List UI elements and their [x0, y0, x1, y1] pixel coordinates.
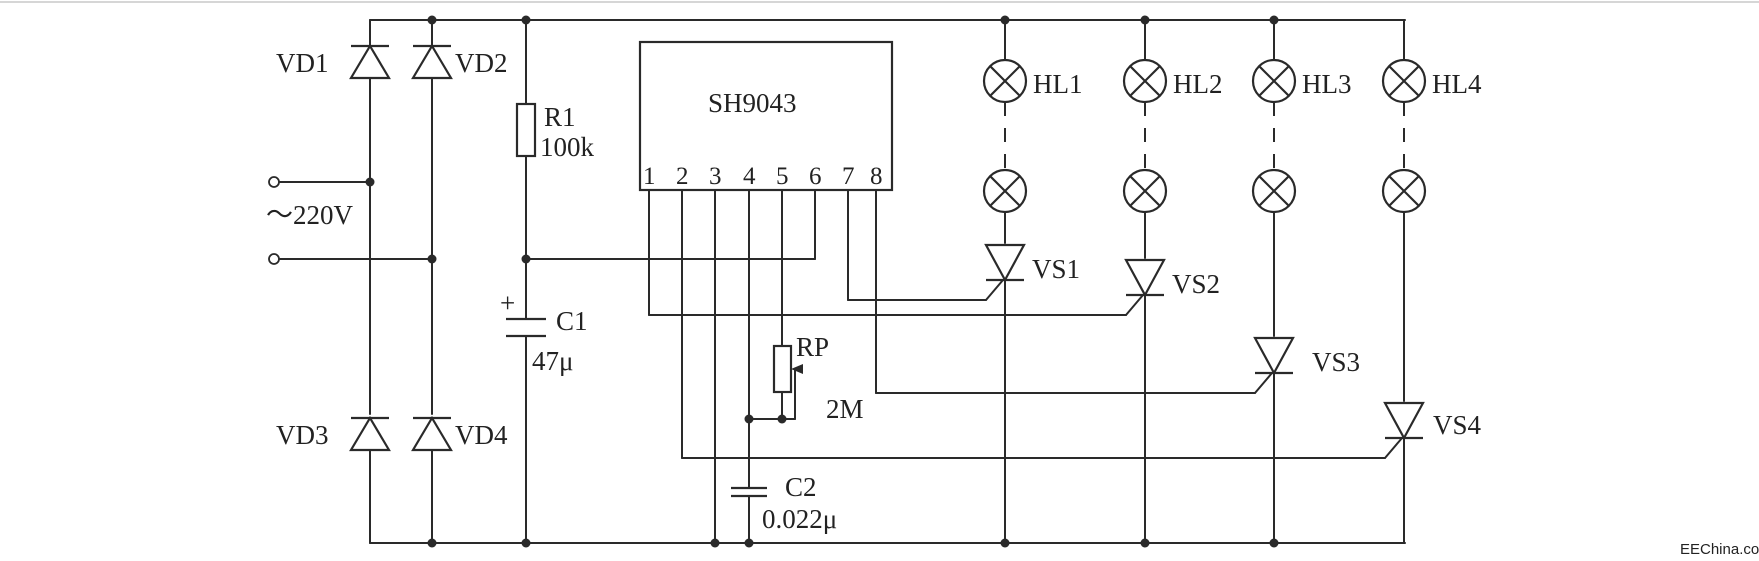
lamp-hl4-label: HL4 — [1432, 69, 1482, 99]
thyristor-vs1 — [984, 243, 1026, 283]
lamp-hl3 — [1251, 58, 1297, 214]
source-voltage-label: ～220V — [266, 200, 353, 230]
ac-terminal-top — [268, 176, 280, 188]
thyristor-vs2-label: VS2 — [1172, 269, 1220, 299]
thyristor-vs4 — [1383, 401, 1425, 441]
ic-pin-labels: 1 2 3 4 5 6 7 8 — [643, 163, 883, 190]
lamp-hl3-label: HL3 — [1302, 69, 1352, 99]
ic-pin-label: 3 — [709, 163, 722, 190]
thyristor-vs4-label: VS4 — [1433, 410, 1482, 440]
c1-name-label: C1 — [556, 306, 588, 336]
thyristor-vs1-label: VS1 — [1032, 254, 1080, 284]
thyristor-vs2 — [1124, 258, 1166, 298]
r1-value-label: 100k — [540, 132, 595, 162]
junction-nodes — [365, 15, 1279, 548]
diode-vd3-label: VD3 — [276, 420, 329, 450]
lamp-hl1-label: HL1 — [1033, 69, 1083, 99]
rp-name-label: RP — [796, 332, 829, 362]
lamp-hl2-label: HL2 — [1173, 69, 1223, 99]
thyristor-vs3-label: VS3 — [1312, 347, 1360, 377]
lamp-hl2 — [1122, 58, 1168, 214]
diode-vd2 — [411, 43, 453, 80]
diode-vd3 — [349, 415, 391, 452]
potentiometer-rp — [772, 344, 803, 394]
diode-vd2-label: VD2 — [455, 48, 508, 78]
ac-terminal-bottom — [268, 253, 280, 265]
diode-vd1 — [349, 43, 391, 80]
ic-pin-label: 2 — [676, 163, 689, 190]
resistor-r1 — [515, 102, 537, 158]
ic-pin-label: 7 — [842, 163, 855, 190]
lamp-hl1 — [982, 58, 1028, 214]
ic-pin-label: 1 — [643, 163, 656, 190]
ic-name-label: SH9043 — [708, 88, 797, 118]
ic-pin-label: 6 — [809, 163, 822, 190]
c1-polarity-label: + — [500, 288, 515, 318]
thyristor-vs3 — [1253, 336, 1295, 376]
watermark-text: EEChina.com — [1680, 541, 1759, 558]
lamp-hl4 — [1381, 58, 1427, 214]
capacitor-c2 — [731, 486, 767, 498]
c2-value-label: 0.022μ — [762, 504, 837, 534]
diode-vd4 — [411, 415, 453, 452]
ic-sh9043 — [638, 40, 894, 192]
wiring — [277, 19, 1406, 544]
ic-pin-label: 5 — [776, 163, 789, 190]
ic-pin-label: 4 — [743, 163, 756, 190]
c1-value-label: 47μ — [532, 346, 573, 376]
capacitor-c1 — [506, 317, 546, 338]
diode-vd1-label: VD1 — [276, 48, 329, 78]
r1-name-label: R1 — [544, 102, 576, 132]
ic-pin-label: 8 — [870, 163, 883, 190]
c2-name-label: C2 — [785, 472, 817, 502]
rp-value-label: 2M — [826, 394, 864, 424]
diode-vd4-label: VD4 — [455, 420, 508, 450]
